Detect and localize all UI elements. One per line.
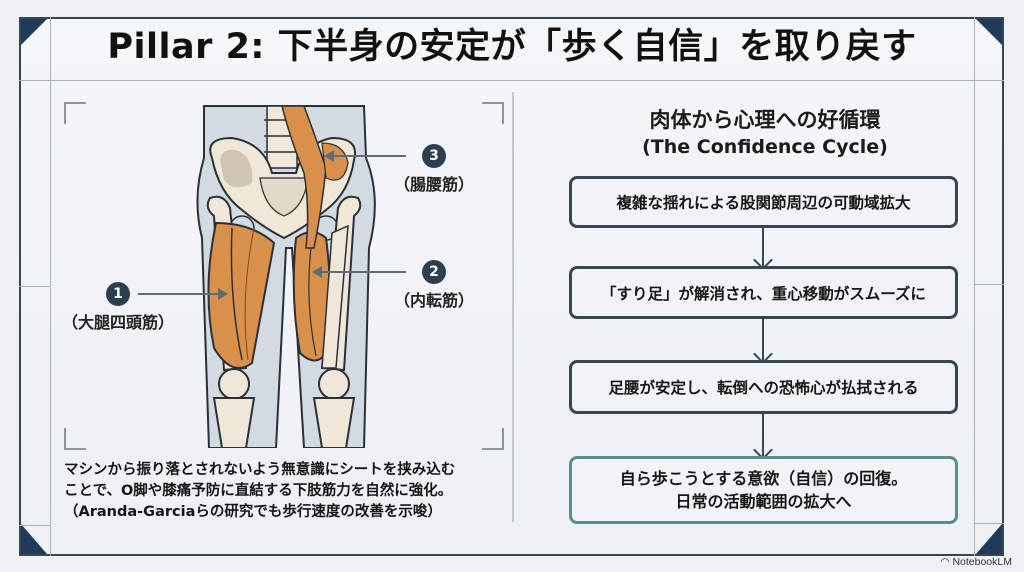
caption-line: ことで、O脚や膝痛予防に直結する下肢筋力を自然に強化。 xyxy=(64,483,453,499)
frame-bracket xyxy=(482,428,504,450)
center-divider xyxy=(512,92,514,522)
cycle-step-4: 自ら歩こうとする意欲（自信）の回復。 日常の活動範囲の拡大へ xyxy=(569,456,958,524)
callout-adductors: 2 （内転筋） xyxy=(384,260,484,311)
cycle-title-jp: 肉体から心理への好循環 xyxy=(649,108,881,132)
brand-watermark: ◠ NotebookLM xyxy=(940,556,1012,568)
corner-accent xyxy=(976,524,1002,554)
step-text-line: 自ら歩こうとする意欲（自信）の回復。 xyxy=(619,469,908,488)
arrow-down-icon xyxy=(762,414,764,456)
caption-line: マシンから振り落とされないよう無意識にシートを挟み込む xyxy=(64,462,456,478)
corner-accent xyxy=(21,524,47,554)
guide-line xyxy=(974,284,1004,285)
frame-bracket xyxy=(64,428,86,450)
illustration-caption: マシンから振り落とされないよう無意識にシートを挟み込む ことで、O脚や膝痛予防に… xyxy=(64,460,504,523)
cycle-step-1: 複雑な揺れによる股関節周辺の可動域拡大 xyxy=(569,176,958,228)
cycle-step-3: 足腰が安定し、転倒への恐怖心が払拭される xyxy=(569,360,958,414)
page-title: Pillar 2: 下半身の安定が「歩く自信」を取り戻す xyxy=(107,27,917,67)
guide-line xyxy=(974,17,975,556)
cycle-step-2: 「すり足」が解消され、重心移動がスムーズに xyxy=(569,266,958,319)
guide-line xyxy=(19,80,1004,81)
number-badge: 3 xyxy=(422,144,446,168)
pelvis-legs-anatomy-image xyxy=(196,105,376,448)
frame-bracket xyxy=(482,102,504,124)
callout-arrow xyxy=(324,150,406,162)
muscle-label: （大腿四頭筋） xyxy=(61,313,174,332)
guide-line xyxy=(19,525,51,526)
guide-line xyxy=(19,286,51,287)
callout-iliopsoas: 3 （腸腰筋） xyxy=(384,144,484,195)
corner-accent xyxy=(21,19,47,45)
caption-line: （Aranda-Garciaらの研究でも歩行速度の改善を示唆） xyxy=(64,504,442,520)
notebooklm-logo-icon: ◠ xyxy=(940,556,953,568)
cycle-title-en: (The Confidence Cycle) xyxy=(642,136,888,158)
frame-bracket xyxy=(64,102,86,124)
corner-accent xyxy=(976,19,1002,45)
muscle-label: （腸腰筋） xyxy=(393,175,474,194)
arrow-down-icon xyxy=(762,319,764,360)
callout-quadriceps: 1 （大腿四頭筋） xyxy=(58,282,178,333)
callout-arrow xyxy=(312,266,406,278)
brand-label: NotebookLM xyxy=(952,556,1012,568)
guide-line xyxy=(974,523,1004,524)
cycle-heading: 肉体から心理への好循環 (The Confidence Cycle) xyxy=(560,104,970,158)
step-text-line: 日常の活動範囲の拡大へ xyxy=(675,492,852,511)
number-badge: 1 xyxy=(106,282,130,306)
number-badge: 2 xyxy=(422,260,446,284)
muscle-label: （内転筋） xyxy=(393,291,474,310)
arrow-down-icon xyxy=(762,228,764,266)
anatomy-illustration: 3 （腸腰筋） 2 （内転筋） 1 （大腿四頭筋） xyxy=(62,98,504,450)
